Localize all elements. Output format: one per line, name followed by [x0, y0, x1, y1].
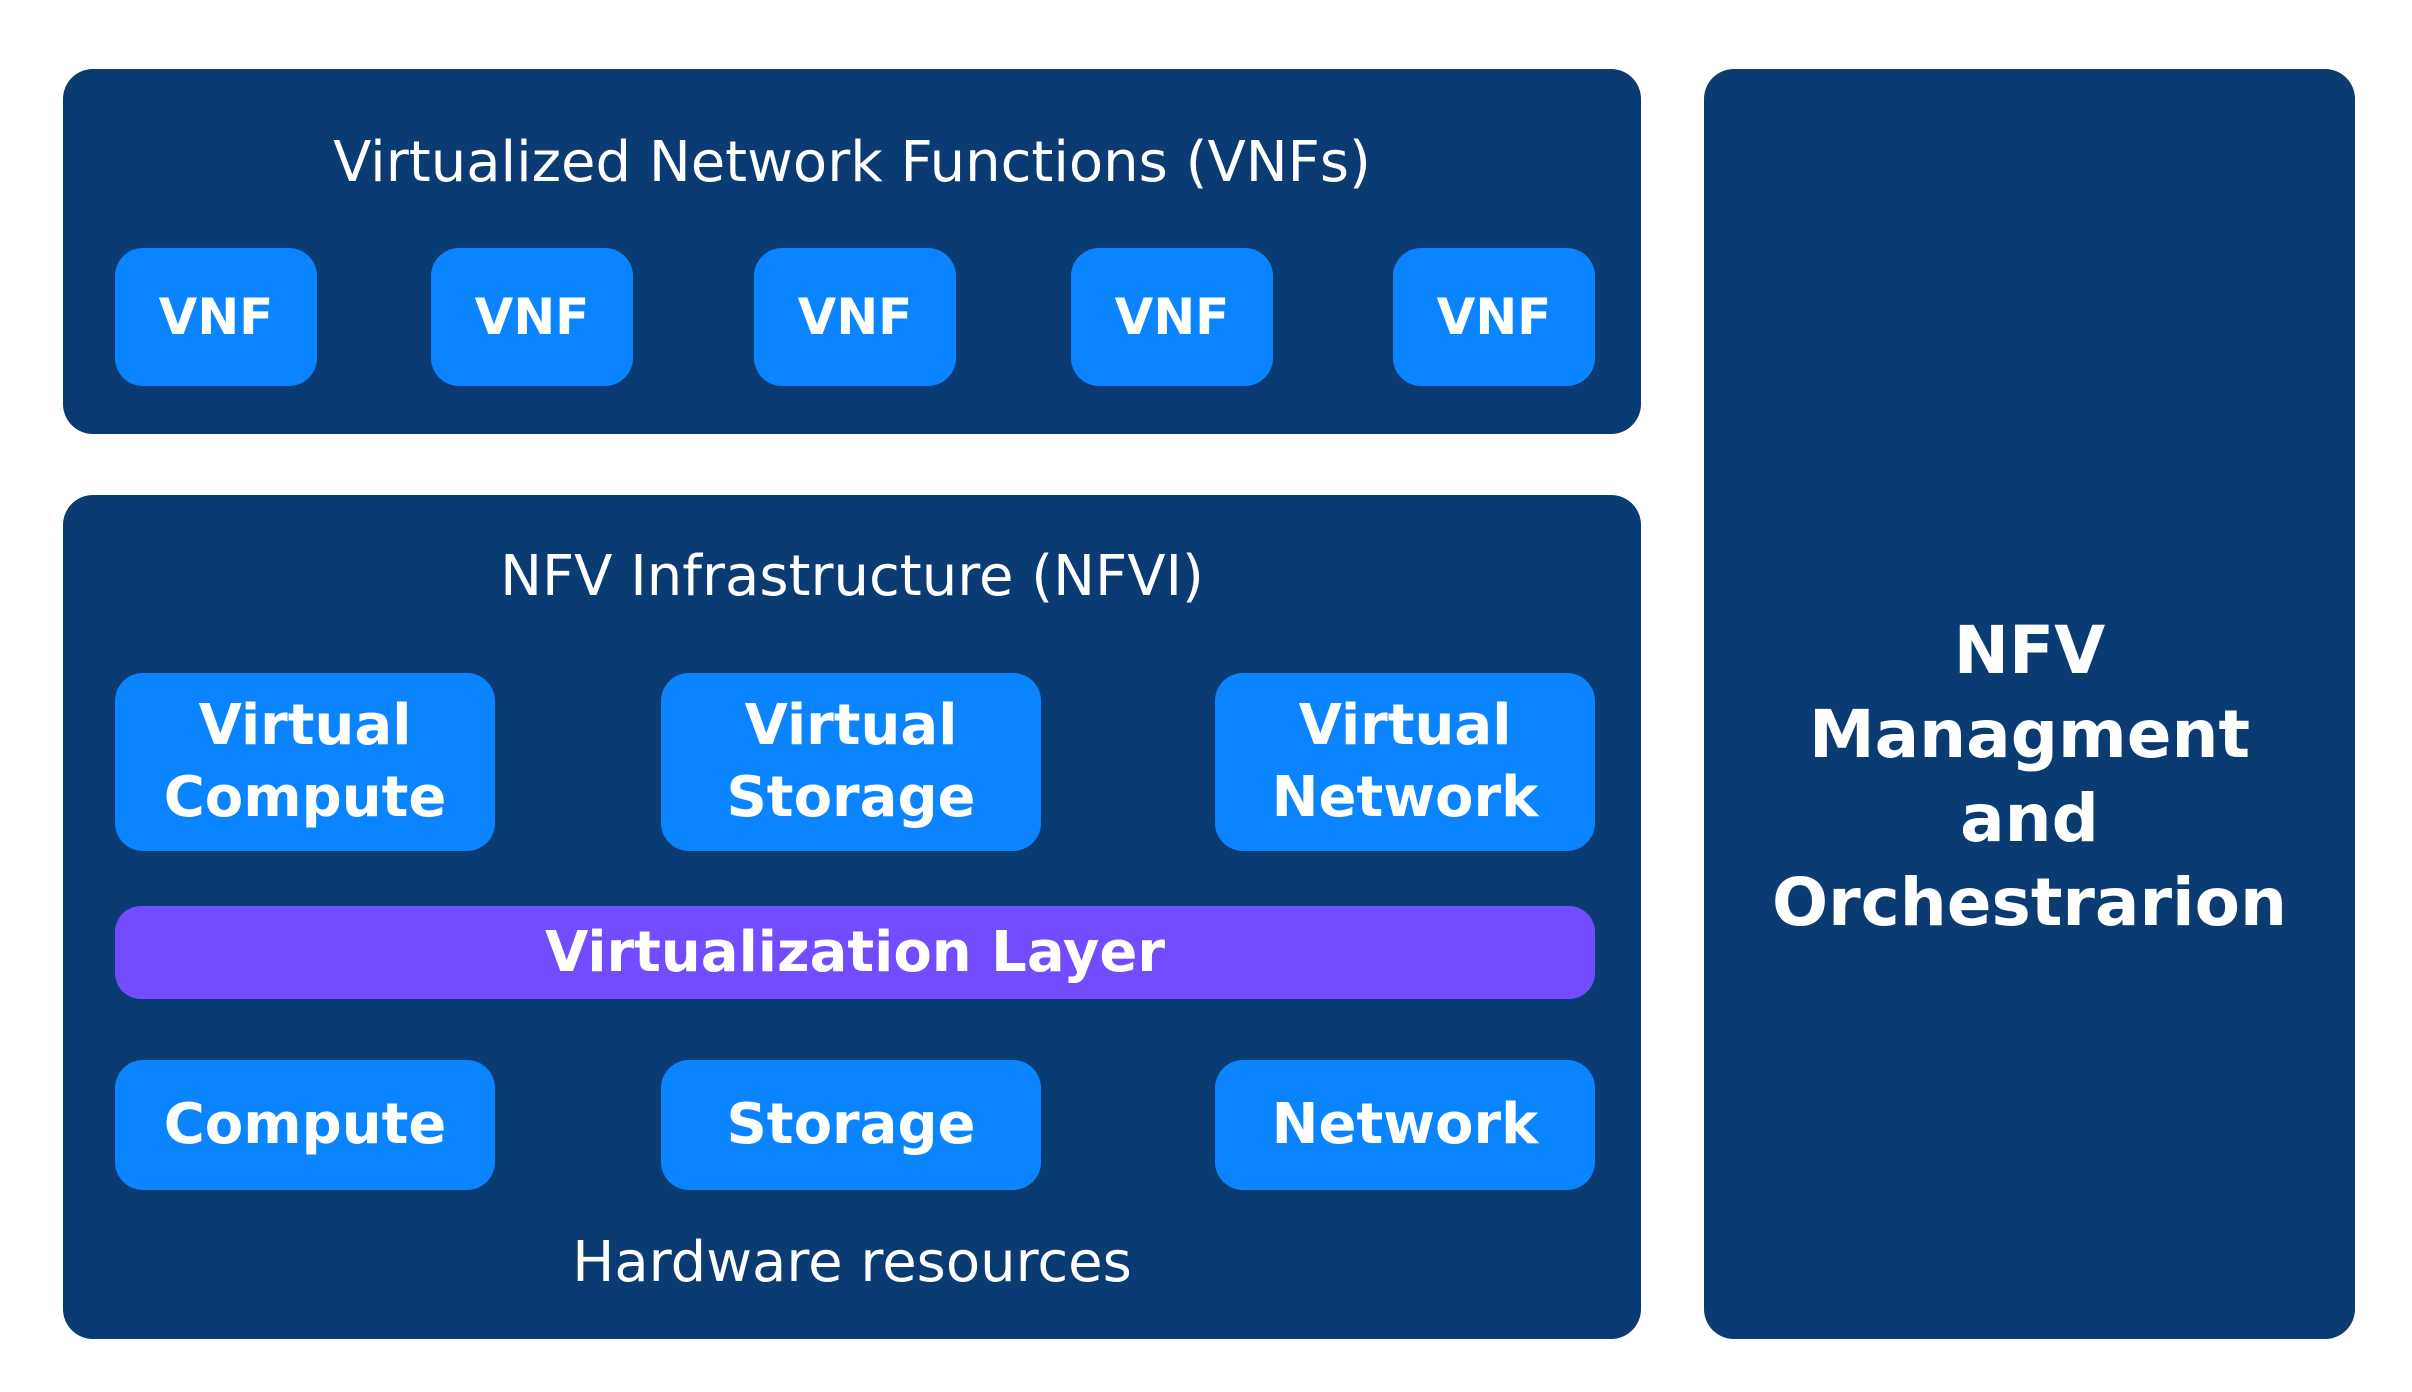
- network-box: Network: [1215, 1060, 1595, 1190]
- vnf-box-1: VNF: [115, 248, 317, 386]
- vnf-box-4: VNF: [1071, 248, 1273, 386]
- virtualization-layer: Virtualization Layer: [115, 906, 1595, 999]
- nfvi-panel-title: NFV Infrastructure (NFVI): [500, 544, 1204, 609]
- mano-label: NFV Managment and Orchestrarion: [1772, 612, 2287, 941]
- virtual-compute-box: Virtual Compute: [115, 673, 495, 851]
- compute-box: Compute: [115, 1060, 495, 1190]
- vnf-panel-title: Virtualized Network Functions (VNFs): [333, 130, 1371, 195]
- virtual-storage-box: Virtual Storage: [661, 673, 1041, 851]
- mano-panel: NFV Managment and Orchestrarion: [1704, 69, 2355, 1339]
- hardware-resources-label: Hardware resources: [572, 1230, 1132, 1295]
- virtual-network-box: Virtual Network: [1215, 673, 1595, 851]
- vnf-box-2: VNF: [431, 248, 633, 386]
- vnf-box-3: VNF: [754, 248, 956, 386]
- storage-box: Storage: [661, 1060, 1041, 1190]
- vnf-box-5: VNF: [1393, 248, 1595, 386]
